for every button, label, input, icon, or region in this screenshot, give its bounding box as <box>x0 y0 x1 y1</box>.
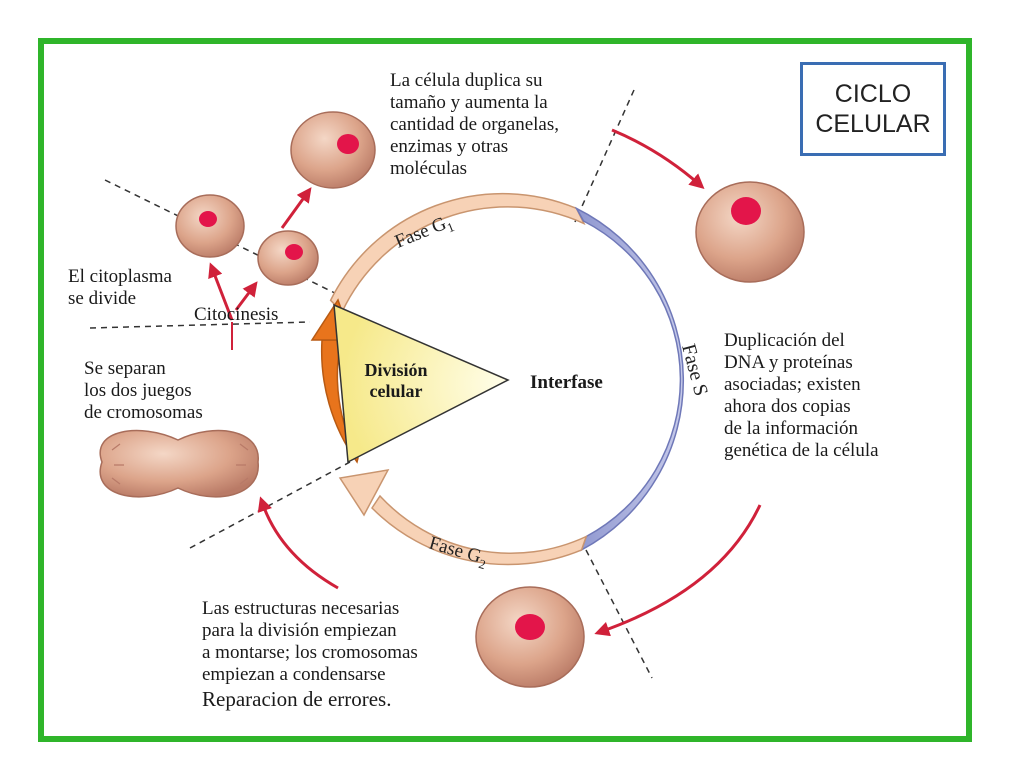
annotation-cytoplasm: El citoplasma se divide <box>68 266 172 310</box>
annotation-s-line: asociadas; existen <box>724 374 861 395</box>
title-line-2: CELULAR <box>815 110 931 138</box>
arrow-to-small-cell <box>280 187 312 229</box>
annotation-g1-line: cantidad de organelas, <box>390 114 559 135</box>
arrow-to-large-cell <box>611 128 705 189</box>
label-division-celular: División celular <box>346 360 446 402</box>
g1-band <box>329 192 586 314</box>
annotation-separation-line: Se separan <box>84 358 166 379</box>
annotation-cytoplasm-line: El citoplasma <box>68 266 172 287</box>
nucleus <box>199 211 217 227</box>
cell-g1-small <box>290 111 376 189</box>
dashed-line-s-g2 <box>585 549 653 679</box>
division-line-1: División <box>364 360 428 380</box>
arrow-to-right-daughter <box>234 281 258 311</box>
annotation-g1-line: La célula duplica su <box>390 70 543 91</box>
nucleus <box>337 134 359 154</box>
annotation-g2-line: empiezan a condensarse <box>202 664 386 685</box>
division-wedge <box>333 303 510 464</box>
arrow-g2-to-division <box>257 496 339 590</box>
label-interfase: Interfase <box>530 372 603 393</box>
arrow-to-left-daughter <box>208 262 234 321</box>
arrow-s-to-g2 <box>594 504 762 637</box>
cell-g2 <box>475 586 585 688</box>
annotation-s-line: genética de la célula <box>724 440 879 461</box>
nucleus <box>515 614 545 640</box>
annotation-g1: La célula duplica su tamaño y aumenta la… <box>390 70 559 180</box>
label-citocinesis: Citocinesis <box>194 304 279 325</box>
dividing-cell <box>99 429 259 498</box>
title-line-1: CICLO <box>834 80 912 108</box>
annotation-s-line: ahora dos copias <box>724 396 851 417</box>
daughter-cell-right <box>257 230 319 286</box>
title-box: CICLO CELULAR <box>800 62 946 156</box>
daughter-cell-left <box>175 194 245 258</box>
annotation-s-line: de la información <box>724 418 859 439</box>
annotation-s: Duplicación del DNA y proteínas asociada… <box>724 330 879 462</box>
dashed-line-g1-s <box>574 89 635 223</box>
label-fase-g2: Fase G2 <box>426 533 490 573</box>
annotation-g2-extra: Reparacion de errores. <box>202 687 392 711</box>
g2-arrowhead <box>338 469 390 517</box>
annotation-separation-line: los dos juegos <box>84 380 192 401</box>
g2-band <box>371 494 588 566</box>
annotation-g1-line: tamaño y aumenta la <box>390 92 548 113</box>
annotation-g2-line: a montarse; los cromosomas <box>202 642 418 663</box>
annotation-cytoplasm-line: se divide <box>68 288 137 309</box>
nucleus <box>285 244 303 260</box>
annotation-separation-line: de cromosomas <box>84 402 203 423</box>
annotation-s-line: Duplicación del <box>724 330 845 351</box>
annotation-g2-line: para la división empiezan <box>202 620 397 641</box>
annotation-g2: Las estructuras necesarias para la divis… <box>202 598 418 710</box>
annotation-g2-line: Las estructuras necesarias <box>202 598 400 619</box>
nucleus <box>731 197 761 225</box>
dashed-line-cytokinesis <box>89 321 311 329</box>
annotation-g1-line: moléculas <box>390 158 468 179</box>
annotation-s-line: DNA y proteínas <box>724 352 853 373</box>
red-arrows <box>208 128 762 637</box>
cell-g1-large <box>695 181 805 283</box>
annotation-separation: Se separan los dos juegos de cromosomas <box>84 358 203 424</box>
division-line-2: celular <box>369 381 423 401</box>
annotation-g1-line: enzimas y otras <box>390 136 509 157</box>
